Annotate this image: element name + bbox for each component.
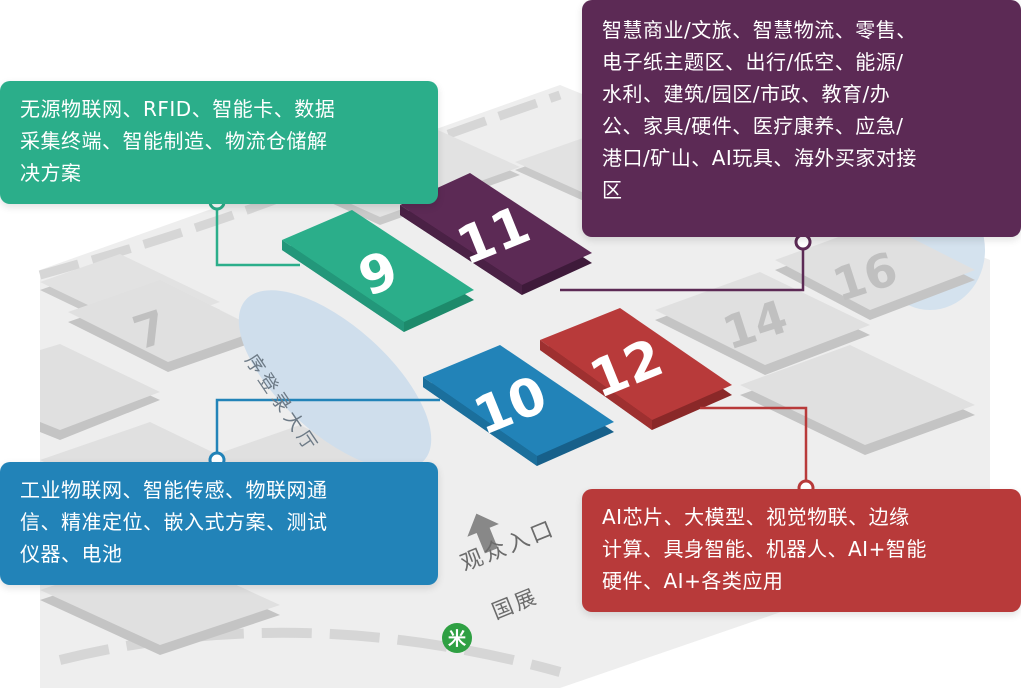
metro-icon: 米 xyxy=(442,623,472,653)
callout-hall-10: 工业物联网、智能传感、物联网通 信、精准定位、嵌入式方案、测试 仪器、电池 xyxy=(0,462,438,585)
booth-10[interactable]: 10 xyxy=(423,345,614,466)
connector-10 xyxy=(215,398,440,458)
connector-11 xyxy=(560,244,805,292)
callout-line: 信、精准定位、嵌入式方案、测试 xyxy=(20,510,328,534)
callout-line: 硬件、AI+各类应用 xyxy=(602,569,784,593)
callout-line: AI芯片、大模型、视觉物联、边缘 xyxy=(602,505,910,529)
callout-line: 采集终端、智能制造、物流仓储解 xyxy=(20,129,328,153)
booth-16: 16 xyxy=(775,222,975,320)
callout-hall-12: AI芯片、大模型、视觉物联、边缘 计算、具身智能、机器人、AI+智能 硬件、AI… xyxy=(582,489,1021,612)
booth-right-low xyxy=(740,345,975,455)
callout-line: 工业物联网、智能传感、物联网通 xyxy=(20,478,328,502)
booth-9[interactable]: 9 xyxy=(282,210,474,332)
callout-hall-11: 智慧商业/文旅、智慧物流、零售、 电子纸主题区、出行/低空、能源/ 水利、建筑/… xyxy=(582,0,1021,237)
floor-track-bottom xyxy=(58,627,562,677)
callout-line: 电子纸主题区、出行/低空、能源/ xyxy=(602,50,904,74)
callout-line: 决方案 xyxy=(20,161,82,185)
booth-7: 7 xyxy=(68,280,260,372)
connector-12 xyxy=(700,406,808,486)
svg-text:米: 米 xyxy=(448,628,467,650)
booth-14: 14 xyxy=(655,272,870,375)
callout-line: 智慧商业/文旅、智慧物流、零售、 xyxy=(602,18,917,42)
callout-line: 仪器、电池 xyxy=(20,542,123,566)
booth-12[interactable]: 12 xyxy=(540,308,732,430)
entrance-arrow-icon xyxy=(467,513,499,554)
hall-ellipse xyxy=(238,290,432,470)
callout-line: 水利、建筑/园区/市政、教育/办 xyxy=(602,82,891,106)
connector-9 xyxy=(215,205,300,267)
callout-line: 无源物联网、RFID、智能卡、数据 xyxy=(20,97,336,121)
callout-line: 区 xyxy=(602,178,623,202)
callout-line: 公、家具/硬件、医疗康养、应急/ xyxy=(602,114,904,138)
connector-11-dot xyxy=(794,233,812,251)
booth-11[interactable]: 11 xyxy=(400,173,592,295)
callout-hall-9: 无源物联网、RFID、智能卡、数据 采集终端、智能制造、物流仓储解 决方案 xyxy=(0,81,438,204)
booth-left-low xyxy=(40,344,160,440)
callout-line: 港口/矿山、AI玩具、海外买家对接 xyxy=(602,146,917,170)
callout-line: 计算、具身智能、机器人、AI+智能 xyxy=(602,537,927,561)
